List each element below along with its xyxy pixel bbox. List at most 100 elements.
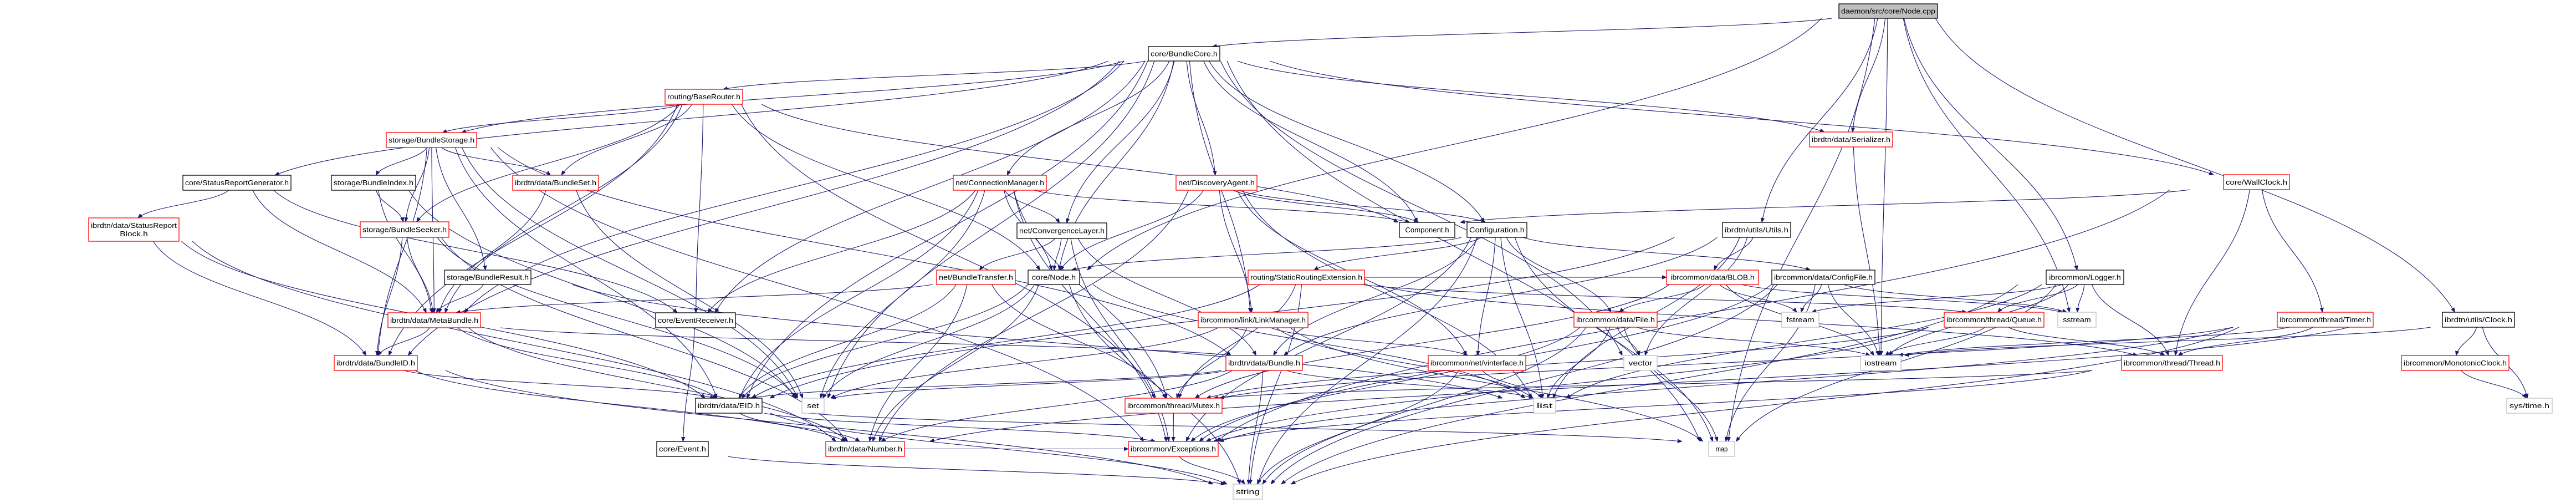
- graph-node-baserouter[interactable]: routing/BaseRouter.h: [665, 89, 743, 105]
- node-box: [2057, 312, 2097, 328]
- node-box: [1028, 270, 1080, 285]
- edge-baserouter-to-bundlestorage: [442, 104, 682, 133]
- edge-bundleid-to-eid: [403, 370, 715, 398]
- edge-logger-to-fstream: [1812, 284, 2063, 312]
- graph-node-utils[interactable]: ibrdtn/utils/Utils.h: [1722, 222, 1791, 238]
- graph-node-serializer[interactable]: ibrdtn/data/Serializer.h: [1809, 131, 1893, 148]
- edge-metabundle-to-number: [468, 327, 848, 441]
- graph-node-mutex[interactable]: ibrcommon/thread/Mutex.h: [1125, 398, 1223, 414]
- edge-logger-to-queue: [1998, 284, 2078, 312]
- edge-utils-to-bundle: [1284, 237, 1718, 355]
- graph-node-bundleid[interactable]: ibrdtn/data/BundleID.h: [334, 355, 418, 371]
- graph-node-blob[interactable]: ibrcommon/data/BLOB.h: [1666, 270, 1759, 285]
- edge-connectionmanager-to-set: [820, 190, 985, 398]
- edge-clock-to-monotonicclock: [2456, 327, 2477, 355]
- node-label: routing/BaseRouter.h: [667, 93, 740, 101]
- graph-node-bundletransfer[interactable]: net/BundleTransfer.h: [936, 270, 1016, 285]
- node-box: [1838, 3, 1938, 19]
- node-box: [953, 175, 1047, 191]
- edge-vinterface-to-list: [1482, 370, 1542, 398]
- edge-bundlestorage-to-exceptions: [490, 147, 1144, 441]
- node-box: [936, 270, 1016, 285]
- edge-node_cpp-to-utils: [1762, 18, 1878, 222]
- graph-node-statusreportgen[interactable]: core/StatusReportGenerator.h: [182, 175, 292, 191]
- graph-node-node_cpp[interactable]: daemon/src/core/Node.cpp: [1838, 3, 1938, 19]
- node-box: [2401, 355, 2509, 371]
- edge-serializer-to-iostream: [1853, 146, 1879, 355]
- edge-exceptions-to-string: [1179, 456, 1245, 484]
- edge-bundlecore-to-serializer: [1237, 60, 1824, 132]
- graph-node-timer[interactable]: ibrcommon/thread/Timer.h: [2277, 312, 2374, 328]
- edges-layer: [138, 18, 2527, 484]
- node-label: iostream: [1865, 359, 1897, 367]
- graph-node-bundlestorage[interactable]: storage/BundleStorage.h: [386, 132, 477, 148]
- node-label: storage/BundleStorage.h: [389, 136, 474, 144]
- edge-timer-to-string: [1291, 327, 2240, 485]
- edge-bundlecore-to-component: [1203, 60, 1418, 222]
- graph-node-staticrouting[interactable]: routing/StaticRoutingExtension.h: [1248, 270, 1365, 285]
- edge-utils-to-vector: [1645, 237, 1748, 355]
- graph-node-eventreceiver[interactable]: core/EventReceiver.h: [655, 312, 736, 328]
- node-box: [1128, 441, 1219, 457]
- edge-configfile-to-iostream: [1827, 284, 1878, 355]
- graph-node-configfile[interactable]: ibrcommon/data/ConfigFile.h: [1771, 270, 1875, 285]
- graph-node-logger[interactable]: ibrcommon/Logger.h: [2046, 270, 2124, 285]
- graph-node-exceptions[interactable]: ibrcommon/Exceptions.h: [1128, 441, 1219, 457]
- node-box: [1771, 270, 1875, 285]
- graph-node-bundlecore[interactable]: core/BundleCore.h: [1148, 46, 1220, 62]
- node-label: storage/BundleSeeker.h: [362, 226, 447, 234]
- graph-node-bundle[interactable]: ibrdtn/data/Bundle.h: [1225, 355, 1303, 371]
- edge-staticrouting-to-mutex: [1179, 284, 1296, 398]
- edge-configfile-to-string: [1271, 284, 1778, 484]
- graph-node-file[interactable]: ibrcommon/data/File.h: [1573, 312, 1658, 328]
- edge-bundleindex-to-metabundle: [378, 190, 432, 313]
- node-label: ibrcommon/thread/Timer.h: [2279, 316, 2371, 324]
- node-box: [1666, 270, 1759, 285]
- graph-node-bundleindex[interactable]: storage/BundleIndex.h: [331, 175, 416, 191]
- graph-node-configuration[interactable]: Configuration.h: [1466, 222, 1527, 238]
- node-box: [1708, 441, 1735, 457]
- graph-node-discoveryagent[interactable]: net/DiscoveryAgent.h: [1175, 175, 1258, 191]
- graph-node-eid[interactable]: ibrdtn/data/EID.h: [695, 398, 763, 414]
- graph-node-bundleresult[interactable]: storage/BundleResult.h: [444, 270, 531, 285]
- graph-node-node_h[interactable]: core/Node.h: [1028, 270, 1080, 285]
- edge-monotonicclock-to-systime: [2461, 370, 2527, 398]
- graph-node-bundleseeker[interactable]: storage/BundleSeeker.h: [360, 221, 449, 238]
- node-box: [386, 132, 477, 148]
- graph-node-bundleset[interactable]: ibrdtn/data/BundleSet.h: [512, 175, 599, 191]
- graph-node-queue[interactable]: ibrcommon/thread/Queue.h: [1944, 312, 2045, 328]
- node-box: [825, 441, 905, 457]
- edge-bundlecore-to-wallclock: [1270, 60, 2214, 175]
- node-box: [2277, 312, 2374, 328]
- node-label: ibrcommon/data/File.h: [1576, 316, 1655, 324]
- graph-node-monotonicclock[interactable]: ibrcommon/MonotonicClock.h: [2401, 355, 2509, 371]
- edge-configuration-to-file: [1506, 237, 1611, 312]
- edge-bundleresult-to-list: [572, 284, 1502, 398]
- graph-node-linkmanager[interactable]: ibrcommon/link/LinkManager.h: [1198, 312, 1309, 328]
- graph-node-component[interactable]: Component.h: [1399, 222, 1455, 238]
- graph-node-number[interactable]: ibrdtn/data/Number.h: [825, 441, 905, 457]
- graph-node-clock[interactable]: ibrdtn/utils/Clock.h: [2442, 312, 2515, 328]
- graph-node-vinterface[interactable]: ibrcommon/net/vinterface.h: [1428, 355, 1526, 371]
- edge-configuration-to-map: [1514, 237, 1713, 441]
- graph-node-convergencelayer[interactable]: net/ConvergenceLayer.h: [1016, 222, 1107, 239]
- edge-baserouter-to-eventreceiver: [696, 104, 704, 313]
- edge-bundleseeker-to-set: [437, 237, 797, 398]
- edge-configuration-to-vinterface: [1478, 237, 1496, 355]
- node-box: [331, 175, 416, 191]
- node-box: [665, 89, 743, 105]
- edge-configuration-to-exceptions: [1185, 237, 1471, 441]
- node-label: ibrcommon/data/BLOB.h: [1670, 273, 1754, 282]
- graph-node-wallclock[interactable]: core/WallClock.h: [2223, 174, 2290, 190]
- node-label: storage/BundleIndex.h: [334, 179, 413, 187]
- node-label: set: [807, 402, 819, 410]
- graph-node-event[interactable]: core/Event.h: [656, 441, 709, 457]
- edge-linkmanager-to-list: [1276, 327, 1533, 398]
- graph-node-connectionmanager[interactable]: net/ConnectionManager.h: [953, 175, 1047, 191]
- edge-configuration-to-staticrouting: [1314, 237, 1482, 270]
- edge-bundlecore-to-bundleid: [408, 60, 1120, 355]
- graph-node-metabundle[interactable]: ibrdtn/data/MetaBundle.h: [387, 312, 481, 328]
- edge-bundlestorage-to-set: [462, 147, 798, 398]
- graph-node-thread[interactable]: ibrcommon/thread/Thread.h: [2121, 355, 2223, 371]
